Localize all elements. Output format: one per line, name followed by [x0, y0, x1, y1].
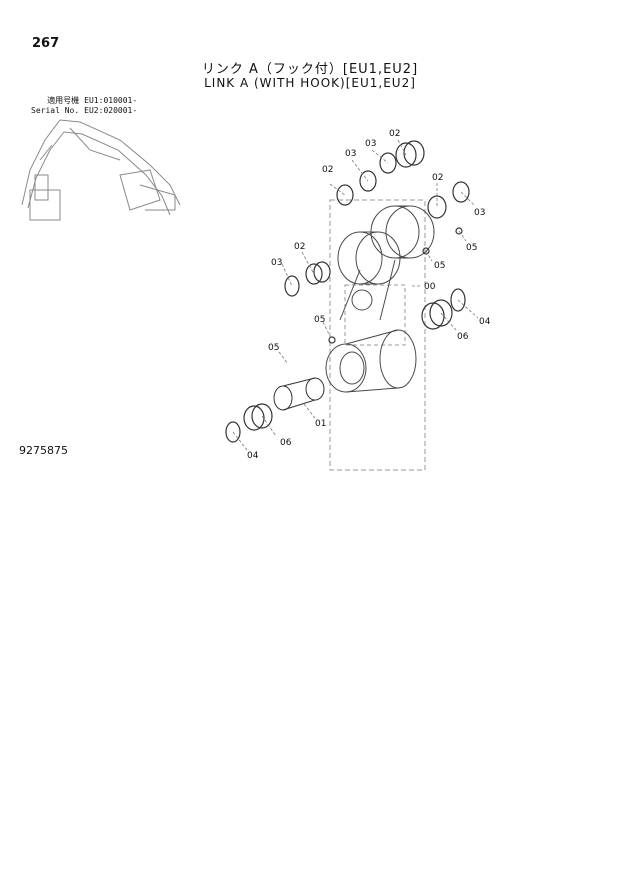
excavator-locator-sketch: [21, 119, 181, 221]
callout-label: 02: [322, 165, 333, 175]
callout-label: 05: [268, 343, 279, 353]
serial-label-japanese: 適用号機: [47, 96, 80, 105]
serial-row-eu1: 適用号機 EU1:010001-: [26, 96, 137, 106]
serial-row-eu2: Serial No. EU2:020001-: [26, 106, 137, 116]
callout-label: 04: [247, 451, 259, 461]
drawing-number: 9275875: [19, 444, 68, 457]
serial-label-english: Serial No.: [31, 106, 80, 115]
page-number: 267: [32, 36, 60, 51]
callout-label: 06: [280, 438, 292, 448]
callout-label: 02: [294, 242, 305, 252]
callout-label: 05: [466, 243, 477, 253]
callout-label: 05: [314, 315, 325, 325]
callout-label: 03: [474, 208, 485, 218]
page-title-english: LINK A (WITH HOOK)[EU1,EU2]: [204, 76, 416, 90]
callout-label: 01: [315, 419, 326, 429]
callout-label: 02: [389, 129, 400, 139]
part-leader-lines: [232, 139, 479, 451]
part-rings: [225, 140, 470, 443]
page-title-japanese: リンク A（フック付）[EU1,EU2]: [201, 62, 419, 77]
link-assembly: [325, 199, 435, 471]
serial-value-eu2: EU2:020001-: [84, 106, 138, 115]
pin-01: [273, 377, 325, 411]
callout-label: 03: [271, 258, 282, 268]
callout-label: 00: [424, 282, 436, 292]
callout-label: 04: [479, 317, 491, 327]
callout-label: 03: [345, 149, 356, 159]
serial-value-eu1: EU1:010001-: [84, 96, 138, 105]
part-callouts: 02 03 03 02 02 03 05 02 03 05 00 05 05 0…: [247, 129, 491, 461]
callout-label: 02: [432, 173, 443, 183]
callout-label: 03: [365, 139, 376, 149]
callout-label: 06: [457, 332, 469, 342]
callout-label: 05: [434, 261, 445, 271]
serial-number-block: 適用号機 EU1:010001- Serial No. EU2:020001-: [26, 96, 137, 116]
